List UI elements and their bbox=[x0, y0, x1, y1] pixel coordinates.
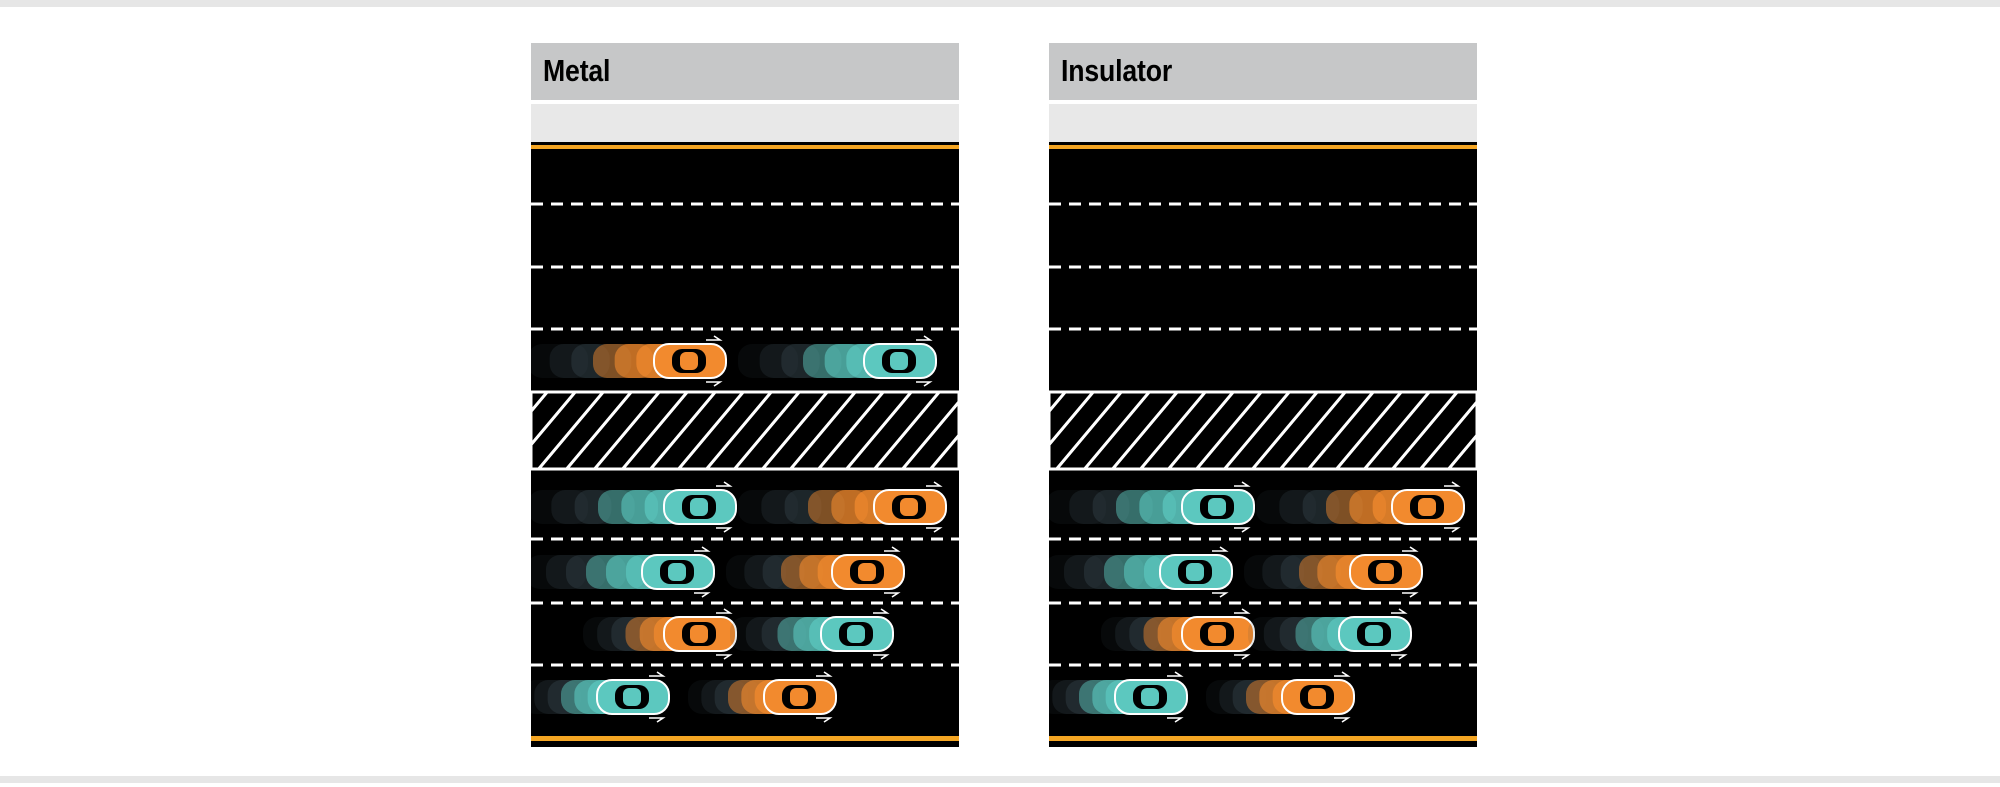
metal-panel: Metal bbox=[531, 43, 959, 747]
orange-car bbox=[583, 608, 737, 660]
road-edge-line bbox=[531, 736, 959, 741]
orange-car bbox=[1256, 481, 1465, 533]
teal-car bbox=[738, 335, 937, 387]
orange-car bbox=[688, 671, 837, 723]
band-gap-median bbox=[1049, 390, 1477, 471]
band-gap-median bbox=[531, 390, 959, 471]
orange-car bbox=[1244, 546, 1423, 598]
insulator-panel: Insulator bbox=[1049, 43, 1477, 747]
orange-car bbox=[1101, 608, 1255, 660]
panel-title: Insulator bbox=[1061, 53, 1173, 88]
teal-car bbox=[531, 546, 715, 598]
panel-subheader bbox=[1049, 104, 1477, 142]
panel-header: Insulator bbox=[1049, 43, 1477, 100]
road-edge-line bbox=[531, 145, 959, 149]
panel-subheader bbox=[531, 104, 959, 142]
orange-car bbox=[531, 335, 727, 387]
teal-car bbox=[730, 608, 894, 660]
teal-car bbox=[1049, 671, 1188, 723]
orange-car bbox=[1206, 671, 1355, 723]
panel-title: Metal bbox=[543, 53, 611, 88]
teal-car bbox=[531, 481, 737, 533]
teal-car bbox=[1049, 481, 1255, 533]
road-edge-line bbox=[1049, 145, 1477, 149]
orange-car bbox=[738, 481, 947, 533]
road-diagram bbox=[531, 142, 959, 747]
bottom-rule bbox=[0, 776, 2000, 783]
teal-car bbox=[1248, 608, 1412, 660]
orange-car bbox=[726, 546, 905, 598]
panel-header: Metal bbox=[531, 43, 959, 100]
top-rule bbox=[0, 0, 2000, 7]
road-diagram bbox=[1049, 142, 1477, 747]
teal-car bbox=[1049, 546, 1233, 598]
road-edge-line bbox=[1049, 736, 1477, 741]
teal-car bbox=[531, 671, 670, 723]
